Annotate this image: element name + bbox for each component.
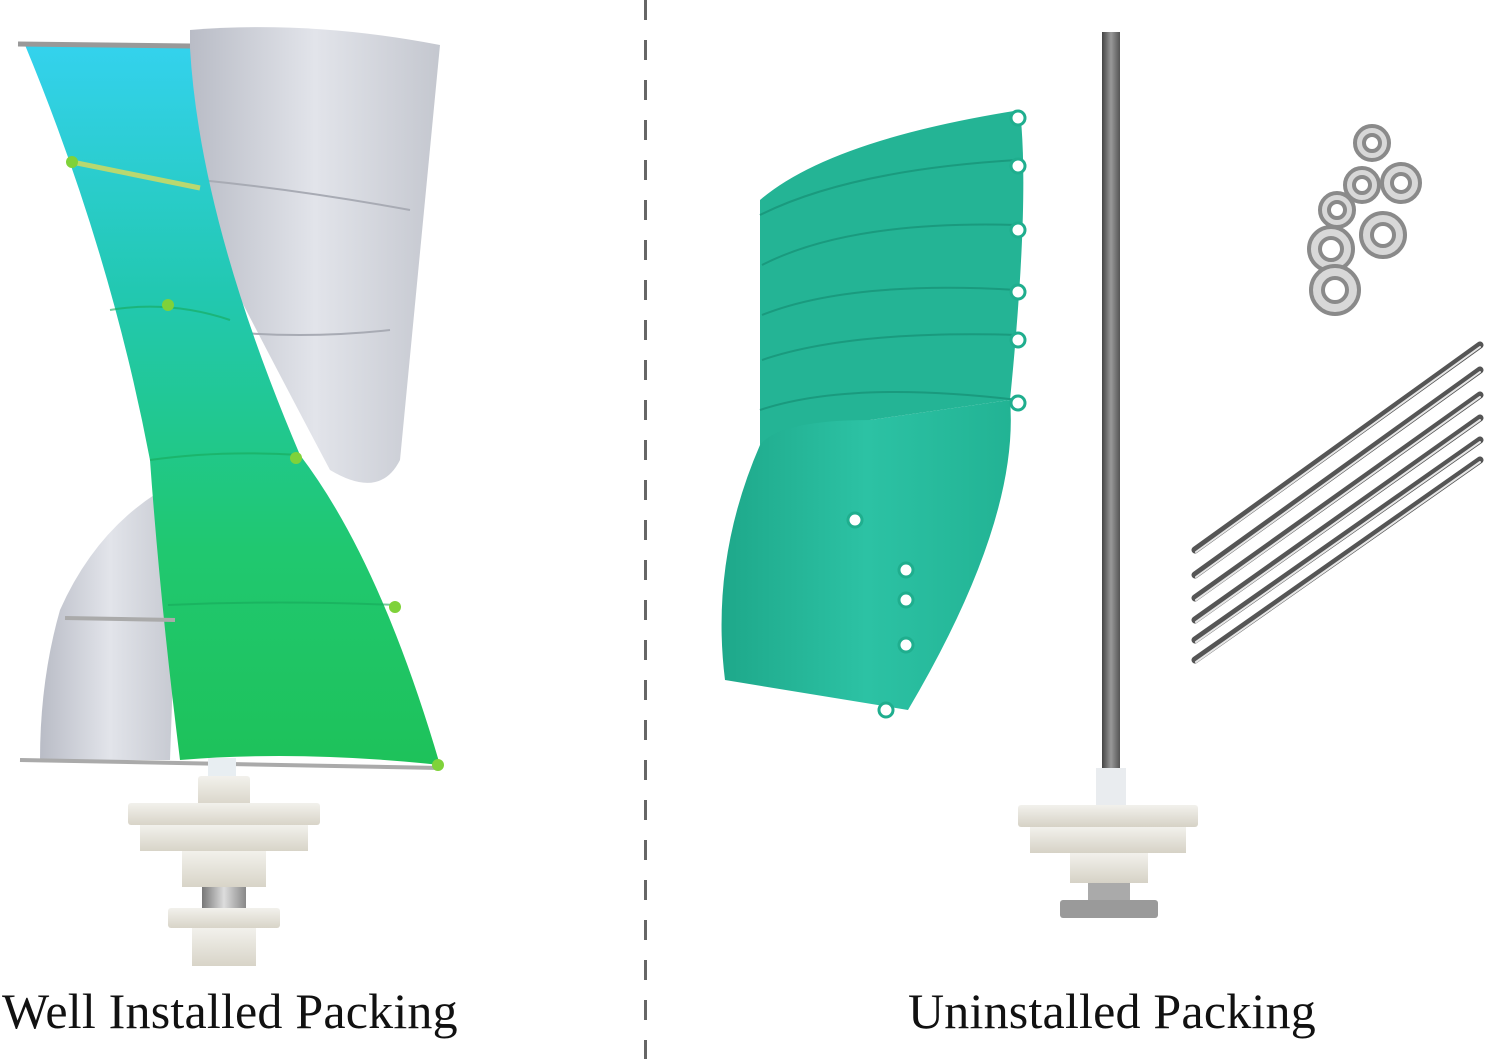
steel-rods xyxy=(1191,341,1484,664)
helical-blade xyxy=(25,43,440,766)
hex-nuts xyxy=(1307,124,1422,316)
installed-turbine-illustration xyxy=(17,27,444,966)
installed-turbine-panel: Well Installed Packing xyxy=(0,0,640,1059)
caption-uninstalled: Uninstalled Packing xyxy=(908,983,1316,1039)
blade-stack xyxy=(721,109,1027,719)
base-flange xyxy=(128,803,320,825)
dashed-divider xyxy=(644,0,647,1059)
caption-well-installed: Well Installed Packing xyxy=(2,983,458,1039)
uninstalled-parts-illustration xyxy=(721,32,1484,918)
center-shaft xyxy=(1102,32,1120,772)
grey-blade-upper xyxy=(190,27,440,483)
uninstalled-parts-panel: Uninstalled Packing xyxy=(650,0,1489,1059)
generator-flange xyxy=(1018,805,1198,827)
